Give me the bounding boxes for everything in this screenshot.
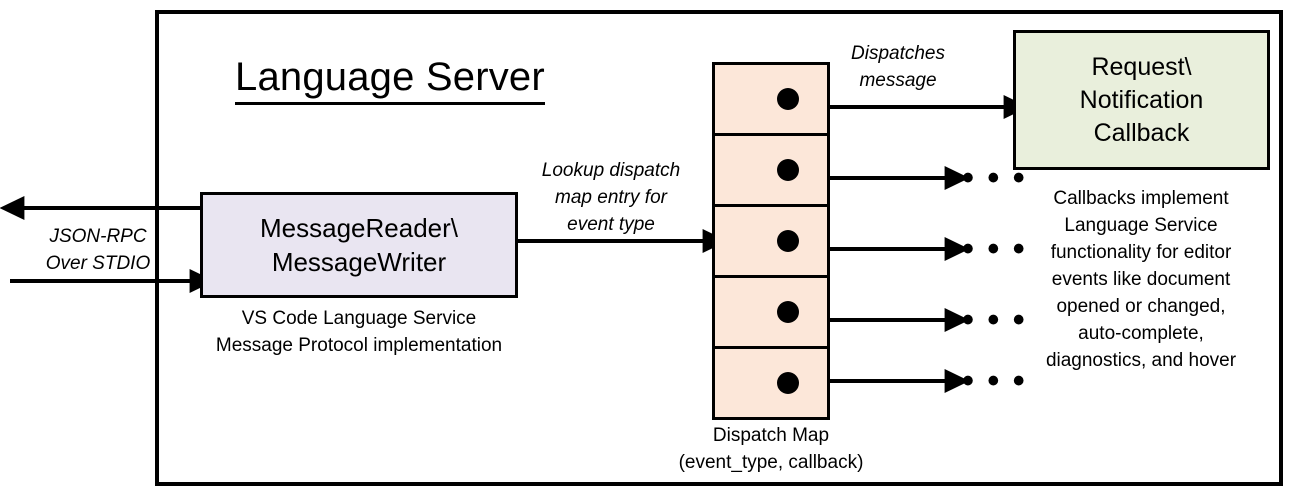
message-box-caption-line2: Message Protocol implementation <box>215 335 503 356</box>
dispatch-map-row[interactable] <box>715 207 827 278</box>
callback-box-line3: Callback <box>1093 118 1190 147</box>
callback-box-line2: Notification <box>1079 85 1204 114</box>
language-server-boundary <box>155 10 1283 486</box>
callback-caption-line7: diagnostics, and hover <box>1045 350 1237 371</box>
transport-label: JSON-RPC Over STDIO <box>33 223 163 277</box>
entry-dot-icon <box>777 372 799 394</box>
entry-dot-icon <box>777 88 799 110</box>
dispatch-map-row[interactable] <box>715 65 827 136</box>
message-box-line1: MessageReader\ <box>260 213 458 243</box>
request-notification-callback-box[interactable]: Request\ Notification Callback <box>1013 30 1270 170</box>
callback-box-line1: Request\ <box>1091 52 1192 81</box>
entry-dot-icon <box>777 230 799 252</box>
lookup-label-line3: event type <box>567 214 655 235</box>
callback-caption-line6: auto-complete, <box>1078 323 1204 344</box>
message-reader-writer-box[interactable]: MessageReader\ MessageWriter <box>200 192 518 298</box>
dispatch-map-caption-line1: Dispatch Map <box>712 425 830 446</box>
callback-caption-line4: events like document <box>1051 269 1231 290</box>
callback-caption-line5: opened or changed, <box>1056 296 1226 317</box>
entry-dot-icon <box>777 301 799 323</box>
lookup-dispatch-label: Lookup dispatch map entry for event type <box>521 157 701 238</box>
callback-caption: Callbacks implement Language Service fun… <box>1005 185 1277 374</box>
dispatch-map-table[interactable] <box>712 62 830 420</box>
message-box-caption: VS Code Language Service Message Protoco… <box>200 305 518 359</box>
dispatches-message-label: Dispatches message <box>838 40 958 94</box>
dispatch-map-row[interactable] <box>715 349 827 417</box>
transport-label-line1: JSON-RPC <box>49 226 147 247</box>
callback-caption-line2: Language Service <box>1064 215 1218 236</box>
callback-caption-line3: functionality for editor <box>1050 242 1232 263</box>
page-title: Language Server <box>235 53 545 105</box>
callback-caption-line1: Callbacks implement <box>1053 188 1229 209</box>
dispatches-label-line1: Dispatches <box>851 43 945 64</box>
dispatch-map-caption-line2: (event_type, callback) <box>678 452 864 473</box>
entry-dot-icon <box>777 159 799 181</box>
message-box-caption-line1: VS Code Language Service <box>241 308 477 329</box>
dispatch-map-row[interactable] <box>715 136 827 207</box>
ellipsis-row-5: • • • <box>962 362 1027 400</box>
dispatch-map-caption: Dispatch Map (event_type, callback) <box>640 422 902 476</box>
dispatches-label-line2: message <box>859 70 937 91</box>
message-box-line2: MessageWriter <box>271 247 447 277</box>
lookup-label-line1: Lookup dispatch <box>541 160 681 181</box>
lookup-label-line2: map entry for <box>555 187 667 208</box>
dispatch-map-row[interactable] <box>715 278 827 349</box>
transport-label-line2: Over STDIO <box>45 253 151 274</box>
